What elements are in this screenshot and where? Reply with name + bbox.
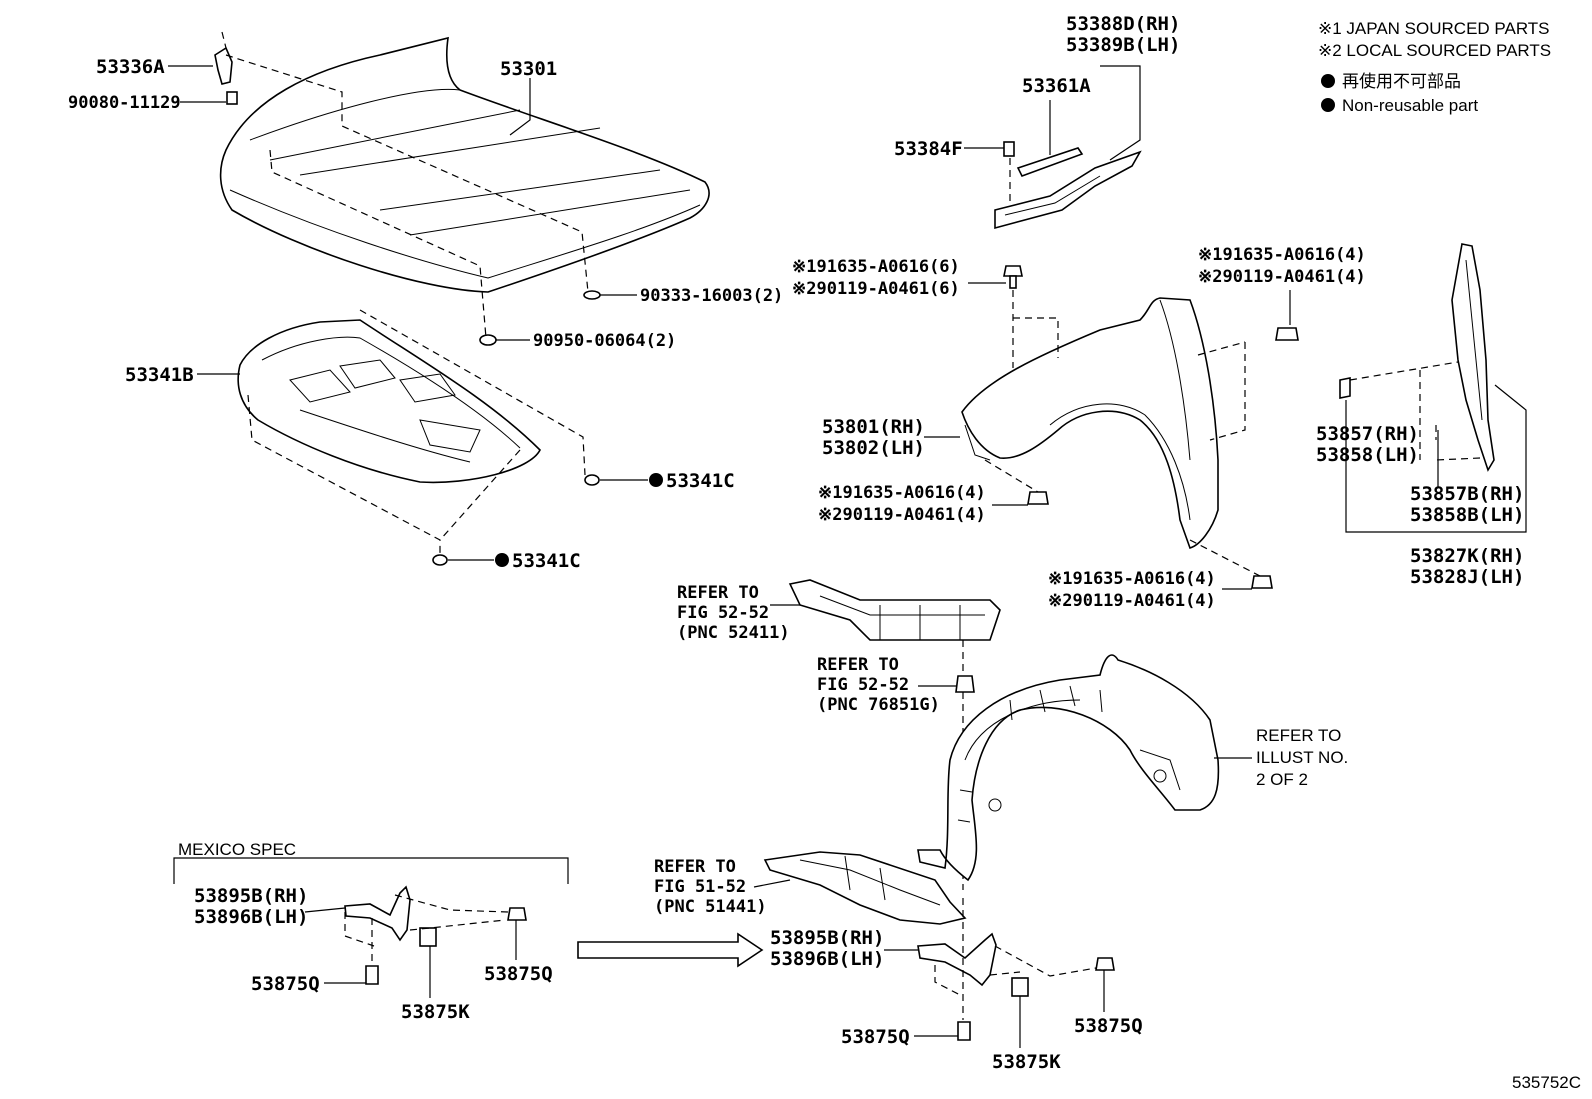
label-53802-lh: 53802(LH): [822, 437, 925, 459]
label-53895B-rh: 53895B(RH): [770, 927, 884, 949]
fender-seal: [994, 147, 1142, 230]
ref-illust-line1: REFER TO: [1256, 726, 1341, 745]
engine-under-cover: [763, 851, 967, 925]
ref-fig52-52b-line3: (PNC 76851G): [817, 695, 940, 715]
cushion-icon: [479, 334, 497, 346]
label-53875Q-right: 53875Q: [1074, 1015, 1143, 1037]
ref-illust-line3: 2 OF 2: [1256, 770, 1308, 789]
ref-fig52-52-line2: FIG 52-52: [677, 603, 769, 623]
clip-nut-icon: [1011, 977, 1029, 997]
front-fender: [961, 297, 1219, 549]
label-bolt-mid-2: ※290119-A0461(4): [818, 505, 986, 525]
clip-icon: [584, 474, 600, 486]
legend: ※1 JAPAN SOURCED PARTS ※2 LOCAL SOURCED …: [1318, 19, 1551, 115]
label-53341C-right: 53341C: [666, 470, 735, 492]
legend-local-sourced: ※2 LOCAL SOURCED PARTS: [1318, 41, 1551, 60]
label-bolt-right-1: ※191635-A0616(4): [1198, 245, 1366, 265]
label-90950-06064: 90950-06064(2): [533, 331, 676, 351]
label-53857B-rh: 53857B(RH): [1410, 483, 1524, 505]
screw-icon: [957, 1021, 971, 1041]
ref-fig51-52-line3: (PNC 51441): [654, 897, 767, 917]
label-53875Q-bottom: 53875Q: [841, 1026, 910, 1048]
label-mexico-53875Q-right: 53875Q: [484, 963, 553, 985]
mudguard-icon: [917, 932, 997, 987]
ref-fig52-52b-line1: REFER TO: [817, 655, 899, 675]
bolt-icon: [226, 91, 238, 105]
label-53827K-rh: 53827K(RH): [1410, 545, 1524, 567]
label-53801-rh: 53801(RH): [822, 416, 925, 438]
label-bolt-right-2: ※290119-A0461(4): [1198, 267, 1366, 287]
label-53341B: 53341B: [125, 364, 194, 386]
label-53858-lh: 53858(LH): [1316, 444, 1419, 466]
arrow-right-icon: [577, 932, 764, 968]
label-bolt-top-1: ※191635-A0616(6): [792, 257, 960, 277]
mudguard-group: 53895B(RH) 53896B(LH) 53875Q 53875K 5387…: [770, 898, 1143, 1073]
bumper-bracket: [788, 579, 1001, 641]
bracket-clip-icon: [1339, 377, 1351, 399]
label-mexico-53875Q-left: 53875Q: [251, 973, 320, 995]
mexico-spec-group: MEXICO SPEC 53895B(RH) 53896B(LH) 53875Q…: [173, 840, 569, 1023]
label-bolt-bottom-1: ※191635-A0616(4): [1048, 569, 1216, 589]
clip-icon: [432, 554, 448, 566]
seal-clip-icon: [1003, 141, 1015, 157]
screw-icon: [365, 965, 379, 985]
label-mexico-53895B-rh: 53895B(RH): [194, 885, 308, 907]
fender-bolt-icon: [1003, 265, 1023, 277]
screw-icon: [507, 907, 527, 921]
ref-fig51-52-line1: REFER TO: [654, 857, 736, 877]
legend-non-reusable-jp: 再使用不可部品: [1342, 71, 1461, 91]
label-mexico-53896B-lh: 53896B(LH): [194, 906, 308, 928]
ref-illust-line2: ILLUST NO.: [1256, 748, 1348, 767]
label-bolt-bottom-2: ※290119-A0461(4): [1048, 591, 1216, 611]
label-53389B-lh: 53389B(LH): [1066, 34, 1180, 56]
clip-nut-icon: [419, 927, 437, 947]
mudguard-icon: [344, 885, 411, 942]
label-53896B-lh: 53896B(LH): [770, 948, 884, 970]
label-53857-rh: 53857(RH): [1316, 423, 1419, 445]
fender-bolt-icon: [1251, 575, 1273, 589]
fender-liner: [917, 654, 1220, 882]
label-53875K: 53875K: [992, 1051, 1061, 1073]
label-90080-11129: 90080-11129: [68, 93, 181, 113]
label-53388D-rh: 53388D(RH): [1066, 13, 1180, 35]
cushion-icon: [583, 290, 601, 300]
label-53858B-lh: 53858B(LH): [1410, 504, 1524, 526]
non-reusable-dot-icon: [649, 473, 663, 487]
label-53384F: 53384F: [894, 138, 963, 160]
hood-panel: [219, 36, 710, 293]
illustration-number: 535752C: [1512, 1073, 1581, 1092]
label-90333-16003: 90333-16003(2): [640, 286, 783, 306]
fender-side-bracket: [1451, 243, 1495, 472]
fender-bolt-icon: [1027, 491, 1049, 505]
fender-bolt-icon: [1275, 327, 1299, 341]
label-53336A: 53336A: [96, 56, 165, 78]
legend-japan-sourced: ※1 JAPAN SOURCED PARTS: [1318, 19, 1550, 38]
ref-fig52-52-line1: REFER TO: [677, 583, 759, 603]
label-53301: 53301: [500, 58, 557, 80]
fender-bolt-shank-icon: [1009, 275, 1017, 289]
mexico-spec-title: MEXICO SPEC: [178, 840, 296, 859]
label-53828J-lh: 53828J(LH): [1410, 566, 1524, 588]
label-53361A: 53361A: [1022, 75, 1091, 97]
hood-fasteners: [214, 46, 601, 346]
ref-fig52-52b-line2: FIG 52-52: [817, 675, 909, 695]
hood-hinge-icon: [214, 46, 233, 85]
ref-fig51-52-line2: FIG 51-52: [654, 877, 746, 897]
non-reusable-dot-icon: [1321, 74, 1335, 88]
label-53341C-bottom: 53341C: [512, 550, 581, 572]
hood-insulator: [237, 319, 541, 484]
legend-non-reusable-en: Non-reusable part: [1342, 96, 1478, 115]
ref-fig52-52-line3: (PNC 52411): [677, 623, 790, 643]
screw-icon: [1095, 957, 1115, 971]
label-bolt-mid-1: ※191635-A0616(4): [818, 483, 986, 503]
non-reusable-dot-icon: [495, 553, 509, 567]
grommet-icon: [955, 675, 975, 693]
label-mexico-53875K: 53875K: [401, 1001, 470, 1023]
label-bolt-top-2: ※290119-A0461(6): [792, 279, 960, 299]
non-reusable-dot-icon: [1321, 98, 1335, 112]
